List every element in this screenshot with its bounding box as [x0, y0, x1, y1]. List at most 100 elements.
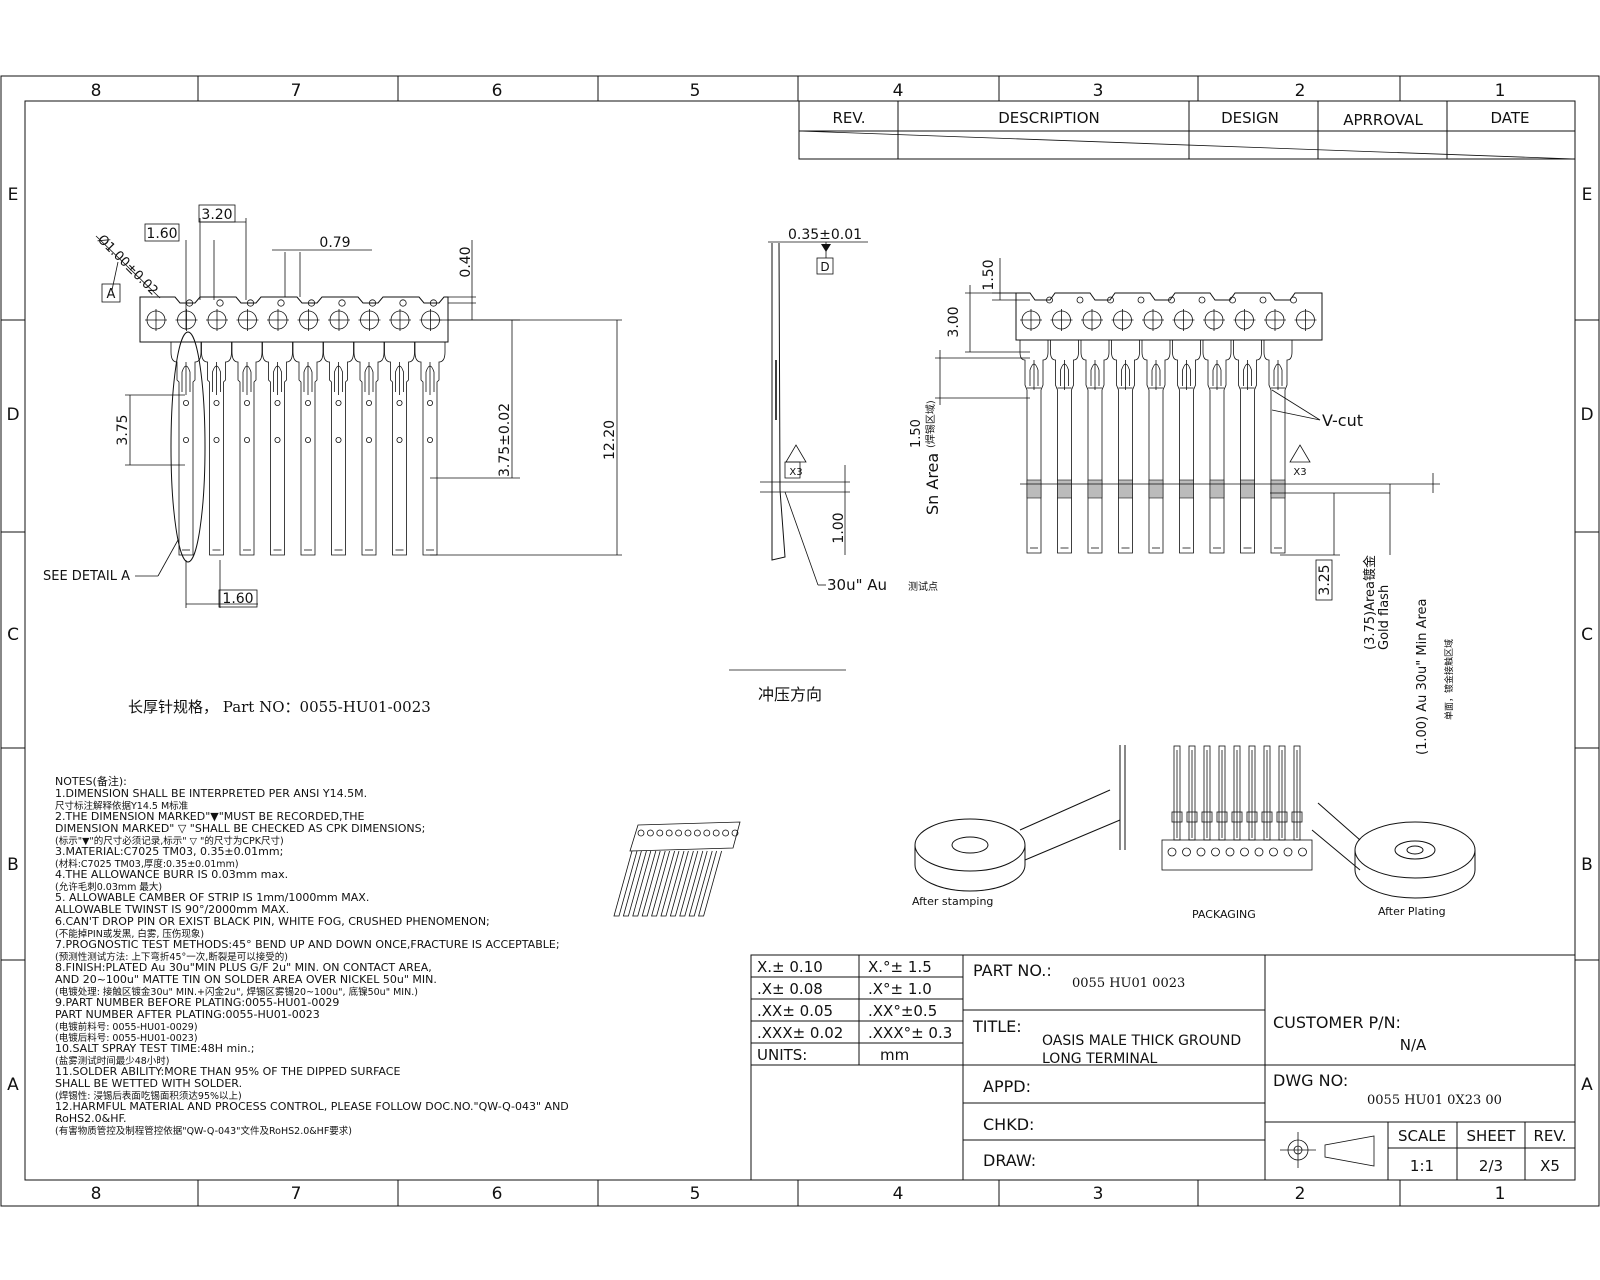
after-stamping-label: After stamping: [912, 895, 993, 908]
right-terminal-pin: [1141, 340, 1171, 554]
terminal-pin: [323, 342, 354, 556]
au-area-a: (1.00) Au 30u" Min Area: [1415, 599, 1430, 756]
dim-375-tol: 3.75±0.02: [497, 403, 513, 477]
note-line: 10.SALT SPRAY TEST TIME:48H min.;: [55, 1042, 254, 1055]
right-terminal-pin: [1263, 340, 1293, 554]
note-line: (标示"▼"的尺寸必须记录,标示" ▽ "的尺寸为CPK尺寸): [55, 835, 284, 847]
dim-160-top: 1.60: [146, 226, 177, 242]
zone-label-bottom: 8: [91, 1184, 102, 1204]
detail-a-ellipse: [170, 331, 206, 563]
dim-079: 0.79: [319, 235, 350, 251]
title-line-2: LONG TERMINAL: [1042, 1051, 1157, 1067]
zone-label-top: 8: [91, 81, 102, 101]
plating-cn: 测试点: [908, 580, 938, 593]
customer-pn-label: CUSTOMER P/N:: [1273, 1013, 1401, 1032]
zone-label-bottom: 6: [492, 1184, 503, 1204]
date-header: DATE: [1490, 109, 1529, 127]
right-carrier-strip: [1015, 292, 1323, 341]
scale-value: 1:1: [1410, 1157, 1434, 1175]
zone-label-right: D: [1580, 405, 1593, 425]
note-line: 6.CAN'T DROP PIN OR EXIST BLACK PIN, WHI…: [55, 915, 490, 928]
zone-label-bottom: 1: [1495, 1184, 1506, 1204]
tolerance-angular: .XXX°± 0.3: [868, 1024, 952, 1042]
datum-d: D: [820, 260, 829, 274]
zone-label-left: C: [7, 625, 19, 645]
vcut-label: V-cut: [1322, 411, 1363, 430]
note-line: (电镀后料号: 0055-HU01-0023): [55, 1032, 198, 1044]
zone-label-right: A: [1581, 1075, 1593, 1095]
small-hole: [216, 299, 224, 307]
zone-label-right: E: [1582, 185, 1593, 205]
appd-label: APPD:: [983, 1077, 1031, 1096]
note-line: NOTES(备注):: [55, 774, 127, 788]
spec-label: 长厚针规格， Part NO：0055-HU01-0023: [128, 698, 431, 716]
terminal-pin: [292, 342, 324, 556]
note-line: RoHS2.0&HF.: [55, 1112, 127, 1125]
sn-area-value: 1.50: [909, 419, 924, 448]
dim-100-side: 1.00: [831, 512, 847, 543]
title-line-1: OASIS MALE THICK GROUND: [1042, 1033, 1241, 1049]
right-terminal-pin: [1233, 340, 1262, 554]
note-line: 1.DIMENSION SHALL BE INTERPRETED PER ANS…: [55, 787, 367, 800]
zone-label-top: 4: [893, 81, 904, 101]
note-line: (允许毛刺0.03mm 最大): [55, 881, 162, 893]
small-hole: [277, 299, 285, 307]
dim-1220: 12.20: [602, 420, 618, 460]
zone-label-left: D: [6, 405, 19, 425]
part-no-value: 0055 HU01 0023: [1072, 976, 1185, 991]
packaging-label: PACKAGING: [1192, 908, 1256, 921]
approval-header: APRROVAL: [1343, 111, 1423, 129]
terminal-pin: [170, 342, 202, 556]
note-line: 11.SOLDER ABILITY:MORE THAN 95% OF THE D…: [55, 1065, 400, 1078]
terminal-pin: [384, 342, 415, 556]
projection-symbol-icon: [1280, 1132, 1375, 1168]
note-line: (不能掉PIN或发黑, 白雾, 压伤现象): [55, 928, 204, 940]
note-line: (预测性测试方法: 上下弯折45°一次,断裂是可以接受的): [55, 951, 288, 963]
note-line: (焊锡性: 浸锡后表面吃锡面积须达95%以上): [55, 1090, 242, 1102]
note-line: ALLOWABLE TWINST IS 90°/2000mm MAX.: [55, 903, 289, 916]
note-line: 12.HARMFUL MATERIAL AND PROCESS CONTROL,…: [55, 1100, 569, 1113]
zone-label-bottom: 4: [893, 1184, 904, 1204]
zone-label-top: 5: [690, 81, 701, 101]
part-no-label: PART NO.:: [973, 961, 1052, 980]
zone-label-bottom: 2: [1295, 1184, 1306, 1204]
dim-hole-dia: Ø1.00±0.02: [94, 232, 160, 298]
note-line: 3.MATERIAL:C7025 TM03, 0.35±0.01mm;: [55, 845, 283, 858]
note-line: 4.THE ALLOWANCE BURR IS 0.03mm max.: [55, 868, 288, 881]
sheet-value: 2/3: [1479, 1157, 1503, 1175]
chkd-label: CHKD:: [983, 1115, 1034, 1134]
note-line: 7.PROGNOSTIC TEST METHODS:45° BEND UP AN…: [55, 938, 560, 951]
dwg-no-label: DWG NO:: [1273, 1071, 1348, 1090]
zone-label-left: A: [7, 1075, 19, 1095]
tolerance-linear: UNITS:: [757, 1046, 807, 1064]
rev-header: REV.: [833, 109, 866, 127]
revision-table: REV. DESCRIPTION DESIGN APRROVAL DATE: [798, 100, 1576, 160]
sn-area-label: Sn Area: [923, 453, 942, 515]
zone-label-top: 6: [492, 81, 503, 101]
dim-040: 0.40: [458, 246, 474, 277]
note-line: (材料:C7025 TM03,厚度:0.35±0.01mm): [55, 858, 239, 870]
zone-label-top: 2: [1295, 81, 1306, 101]
tolerance-linear: .XX± 0.05: [757, 1002, 833, 1020]
dim-375: 3.75: [115, 414, 131, 445]
small-hole: [246, 299, 255, 307]
dim-pitch-320: 3.20: [201, 207, 232, 223]
tolerance-angular: .X°± 1.0: [868, 980, 932, 998]
tolerance-linear: .X± 0.08: [757, 980, 823, 998]
right-terminal-pin: [1202, 340, 1232, 554]
note-line: 5. ALLOWABLE CAMBER OF STRIP IS 1mm/1000…: [55, 891, 369, 904]
note-line: 2.THE DIMENSION MARKED"▼"MUST BE RECORDE…: [55, 810, 364, 823]
title-label: TITLE:: [972, 1017, 1022, 1036]
right-terminal-pin: [1050, 340, 1079, 554]
tolerance-angular: X.°± 1.5: [868, 958, 932, 976]
right-terminal-pin: [1080, 340, 1110, 554]
right-terminal-pin: [1111, 340, 1140, 554]
datum-a: A: [107, 287, 116, 302]
tolerance-angular: .XX°±0.5: [868, 1002, 937, 1020]
note-line: AND 20~100u" MATTE TIN ON SOLDER AREA OV…: [55, 973, 437, 986]
side-view: 0.35±0.01 D X3 1.00 30u" Au 测试点 冲压方向: [729, 227, 938, 704]
au-area-b: 单面，镀金接触区域: [1443, 639, 1455, 720]
scale-header: SCALE: [1398, 1127, 1446, 1145]
